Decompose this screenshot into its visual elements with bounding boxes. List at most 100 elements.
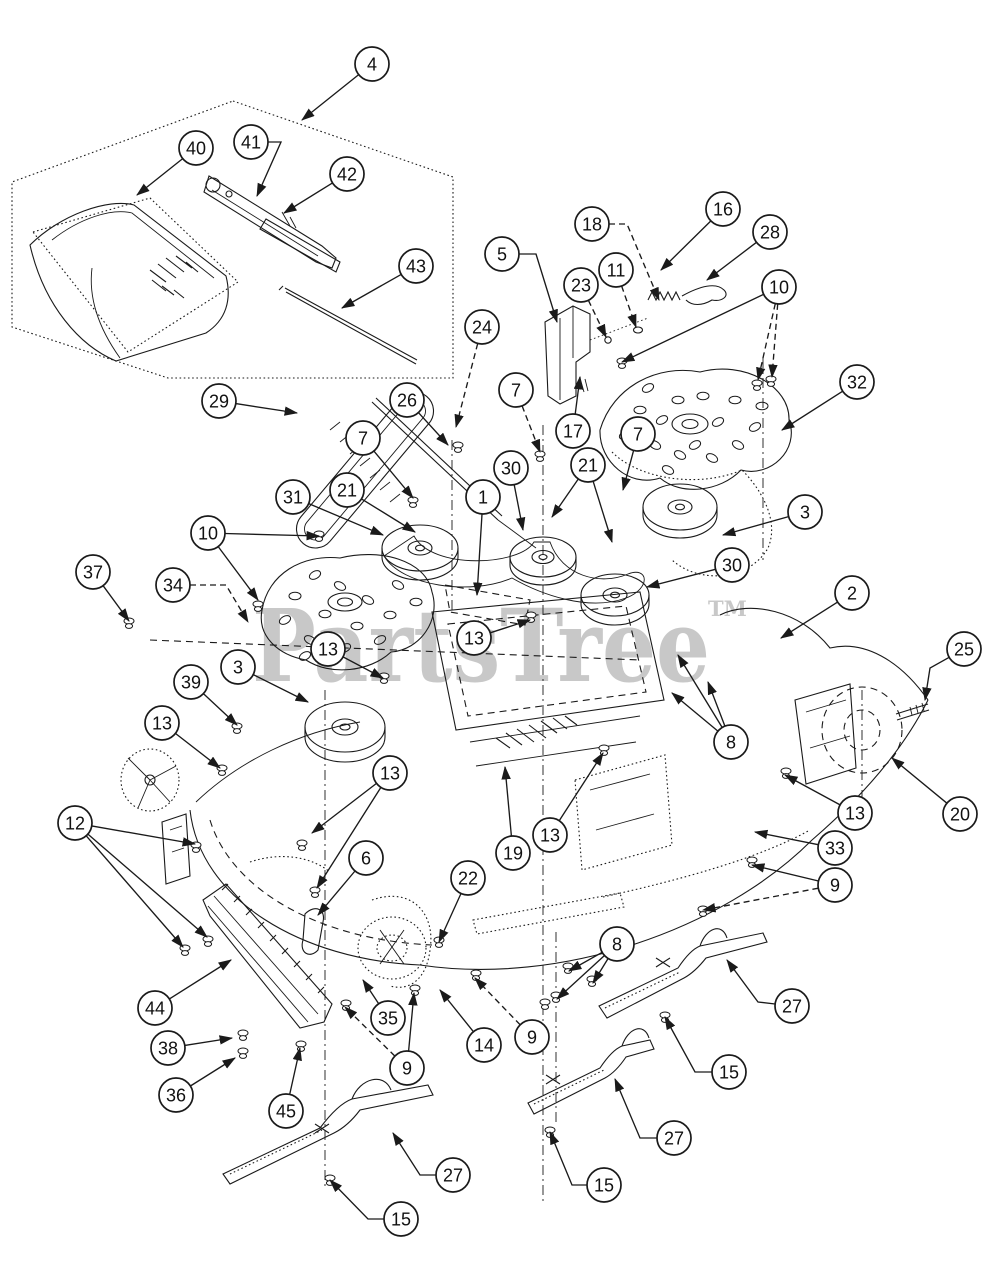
balloon-circle-8 <box>599 926 635 962</box>
balloon-number: 20 <box>950 804 970 824</box>
balloon-circle-14 <box>466 1027 502 1063</box>
fastener <box>340 999 352 1011</box>
callout-7: 7 <box>498 372 541 454</box>
balloon-number: 33 <box>825 838 845 858</box>
balloon-circle-1 <box>465 479 501 515</box>
balloon-circle-13 <box>310 631 346 667</box>
balloon-circle-37 <box>75 554 111 590</box>
fastener <box>237 1047 249 1059</box>
pulley-left-spindle <box>304 701 386 763</box>
callout-21: 21 <box>329 472 416 533</box>
balloon-number: 13 <box>845 803 865 823</box>
callout-33: 33 <box>753 829 853 866</box>
callout-28: 28 <box>706 214 788 281</box>
leader-line-42 <box>283 182 333 214</box>
balloon-circle-8 <box>713 724 749 760</box>
leader-line-16 <box>660 220 712 271</box>
leader-line-13 <box>489 619 532 634</box>
fastener <box>123 617 135 629</box>
leader-line-37 <box>102 585 130 622</box>
leader-line-10 <box>768 303 779 379</box>
callout-13: 13 <box>310 631 384 679</box>
callout-9: 9 <box>344 991 425 1086</box>
balloon-number: 8 <box>612 934 622 954</box>
callout-21: 21 <box>551 447 613 544</box>
balloon-number: 32 <box>847 372 867 392</box>
callout-18: 18 <box>574 206 660 301</box>
balloon-number: 16 <box>713 199 733 219</box>
balloon-number: 40 <box>186 138 206 158</box>
callout-39: 39 <box>173 664 238 726</box>
leader-line-36 <box>190 1057 236 1087</box>
callout-5: 5 <box>484 236 558 324</box>
leader-line-17 <box>573 375 584 415</box>
callout-30: 30 <box>645 547 750 589</box>
balloon-circle-15 <box>711 1054 747 1090</box>
balloon-number: 7 <box>633 424 643 444</box>
leader-line-19 <box>501 765 513 837</box>
inset-box <box>11 100 454 379</box>
callout-29: 29 <box>201 383 299 419</box>
balloon-circle-12 <box>57 805 93 841</box>
leader-line-4 <box>301 74 360 121</box>
fastener <box>452 441 464 453</box>
leader-line-21 <box>361 498 416 533</box>
balloon-circle-30 <box>714 547 750 583</box>
balloon-number: 9 <box>830 875 840 895</box>
leader-line-6 <box>317 870 356 916</box>
balloon-number: 22 <box>458 868 478 888</box>
balloon-circle-27 <box>435 1157 471 1193</box>
leader-line-35 <box>362 979 380 1005</box>
balloon-circle-18 <box>574 206 610 242</box>
balloon-circle-7 <box>620 416 656 452</box>
callout-32: 32 <box>781 364 875 431</box>
fastener <box>765 375 777 387</box>
balloon-circle-11 <box>598 252 634 288</box>
balloon-circle-7 <box>345 420 381 456</box>
callout-11: 11 <box>598 252 637 329</box>
callout-3: 3 <box>220 649 309 703</box>
balloon-number: 39 <box>181 672 201 692</box>
callout-34: 34 <box>155 567 249 623</box>
balloon-number: 9 <box>402 1058 412 1078</box>
fastener <box>751 379 763 391</box>
callout-37: 37 <box>75 554 130 622</box>
fastener <box>295 1040 307 1052</box>
balloon-number: 25 <box>954 639 974 659</box>
balloon-circle-31 <box>275 479 311 515</box>
balloon-circle-38 <box>150 1030 186 1066</box>
blade-right <box>598 928 768 1019</box>
balloon-circle-6 <box>348 840 384 876</box>
balloon-number: 37 <box>83 562 103 582</box>
leader-line-15 <box>664 1016 712 1073</box>
idler-bracket-and-spring <box>544 285 727 405</box>
leader-line-10 <box>217 546 259 601</box>
balloon-number: 19 <box>503 843 523 863</box>
balloon-number: 31 <box>283 487 303 507</box>
balloon-number: 43 <box>406 256 426 276</box>
fastener <box>202 935 214 947</box>
leader-line-13 <box>784 774 841 806</box>
balloon-circle-3 <box>220 649 256 685</box>
balloon-circle-20 <box>942 796 978 832</box>
fastener <box>309 886 321 898</box>
leader-line-25 <box>922 656 950 702</box>
leader-line-24 <box>454 343 479 429</box>
balloon-number: 23 <box>571 275 591 295</box>
balloon-circle-13 <box>372 755 408 791</box>
leader-line-7 <box>373 450 414 499</box>
leader-line-18 <box>609 223 660 301</box>
leader-line-38 <box>184 1035 234 1047</box>
callout-14: 14 <box>439 989 502 1063</box>
callout-30: 30 <box>493 450 529 532</box>
callout-2: 2 <box>780 575 870 639</box>
balloon-circle-40 <box>178 130 214 166</box>
leader-line-13 <box>174 732 221 769</box>
leader-line-11 <box>620 285 637 329</box>
leader-line-9 <box>344 1006 396 1057</box>
callout-9: 9 <box>474 977 550 1055</box>
balloon-circle-30 <box>493 450 529 486</box>
callout-13: 13 <box>784 774 873 831</box>
balloon-circle-36 <box>158 1077 194 1113</box>
